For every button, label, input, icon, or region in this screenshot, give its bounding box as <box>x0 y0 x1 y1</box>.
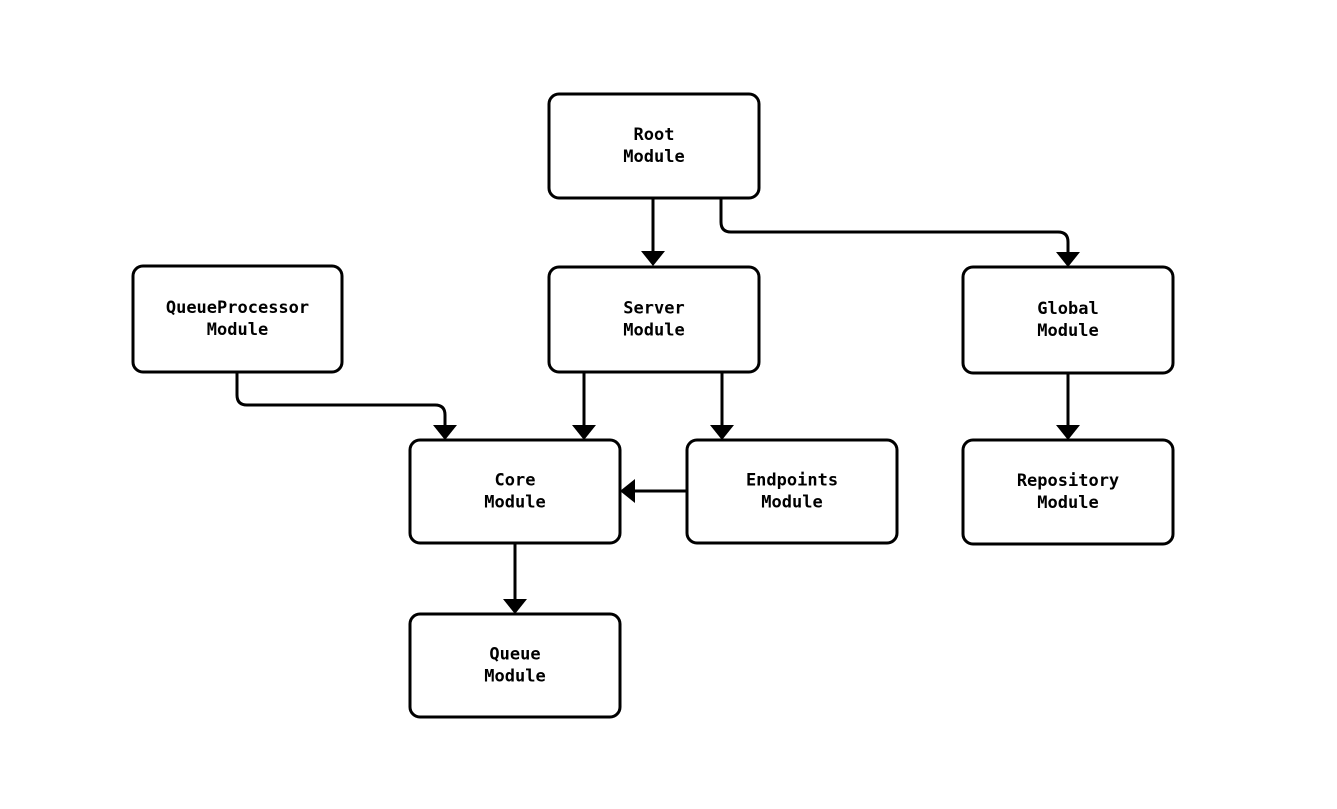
core-module-node-label-line2: Module <box>484 493 545 513</box>
queueprocessor-module-node-label-line1: QueueProcessor <box>166 298 309 318</box>
edge-server-to-core <box>572 372 596 440</box>
global-module-node-label-line1: Global <box>1037 299 1098 319</box>
edge-server-to-endpoints-arrowhead-icon <box>710 425 734 440</box>
edge-queueprocessor-to-core-line <box>235 372 447 426</box>
root-module-node-box[interactable] <box>547 92 761 200</box>
endpoints-module-node-label-line1: Endpoints <box>746 471 838 491</box>
queueprocessor-module-node-label-line2: Module <box>207 320 268 340</box>
repository-module-node-label-line1: Repository <box>1017 471 1119 491</box>
queueprocessor-module-node-box[interactable] <box>131 264 344 374</box>
edge-endpoints-to-core-arrowhead-icon <box>620 479 635 503</box>
core-module-node-label-line1: Core <box>495 471 536 491</box>
edges-layer <box>235 198 1080 614</box>
edge-server-to-core-arrowhead-icon <box>572 425 596 440</box>
edge-root-to-global <box>719 198 1080 267</box>
queue-module-node-label-line1: Queue <box>489 645 540 665</box>
endpoints-module-node-label-line2: Module <box>761 493 822 513</box>
queue-module-node-box[interactable] <box>408 612 622 719</box>
edge-server-to-endpoints <box>710 372 734 440</box>
server-module-node-label-line2: Module <box>623 321 684 341</box>
edge-core-to-queue-arrowhead-icon <box>503 599 527 614</box>
edge-root-to-global-line <box>719 198 1070 253</box>
global-module-node-label-line2: Module <box>1037 321 1098 341</box>
edge-core-to-queue <box>503 543 527 614</box>
server-module-node-box[interactable] <box>547 265 761 374</box>
edge-root-to-server-arrowhead-icon <box>641 251 665 266</box>
edge-queueprocessor-to-core <box>235 372 457 440</box>
edge-global-to-repository-arrowhead-icon <box>1056 425 1080 440</box>
repository-module-node-label-line2: Module <box>1037 493 1098 513</box>
edge-queueprocessor-to-core-arrowhead-icon <box>433 425 457 440</box>
server-module-node-label-line1: Server <box>623 299 684 319</box>
endpoints-module-node-box[interactable] <box>685 438 899 545</box>
global-module-node-box[interactable] <box>961 265 1175 375</box>
root-module-node-label-line2: Module <box>623 147 684 167</box>
edge-root-to-server <box>641 198 665 266</box>
edge-global-to-repository <box>1056 373 1080 440</box>
edge-root-to-global-arrowhead-icon <box>1056 252 1080 267</box>
queue-module-node-label-line2: Module <box>484 667 545 687</box>
repository-module-node-box[interactable] <box>961 438 1175 546</box>
core-module-node-box[interactable] <box>408 438 622 545</box>
edge-endpoints-to-core <box>620 479 687 503</box>
root-module-node-label-line1: Root <box>634 125 675 145</box>
